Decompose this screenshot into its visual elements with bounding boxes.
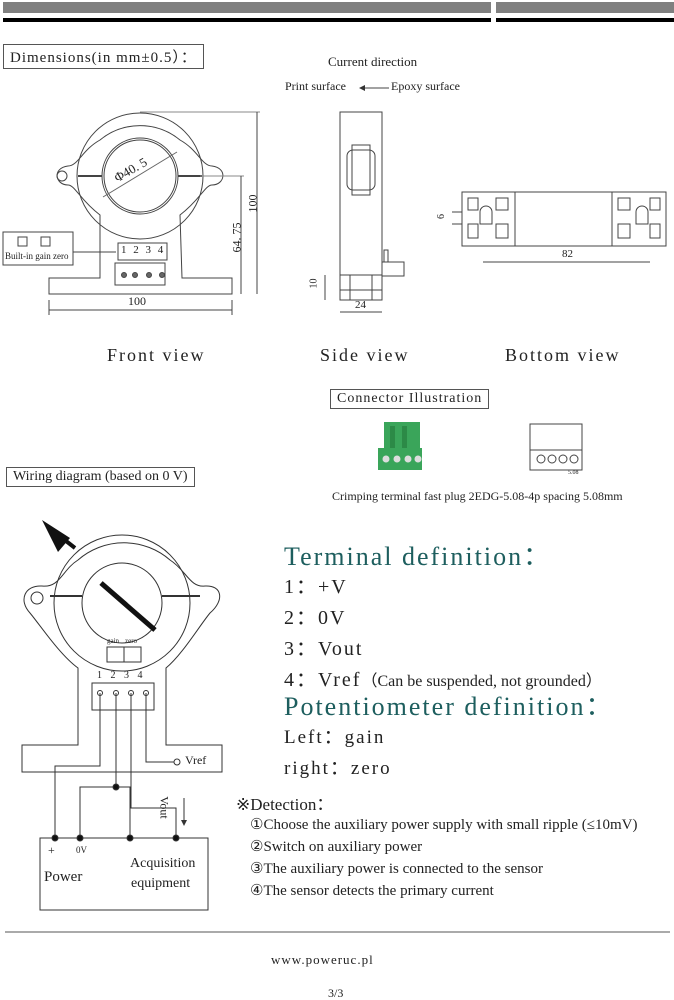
gain-label: gain bbox=[107, 637, 120, 645]
detection-item: ④The sensor detects the primary current bbox=[250, 883, 494, 899]
acquisition-label: Acquisition bbox=[130, 856, 196, 871]
bottom-view-label: Bottom view bbox=[505, 345, 621, 365]
vout-label: Vout bbox=[157, 796, 172, 819]
wiring-title: Wiring diagram (based on 0 V) bbox=[6, 467, 195, 487]
footer-url: www.poweruc.pl bbox=[271, 952, 374, 967]
current-direction-label: Current direction bbox=[328, 54, 418, 69]
front-view-label: Front view bbox=[107, 345, 206, 365]
header-rule bbox=[496, 18, 674, 22]
detection-title: ※Detection： bbox=[236, 795, 334, 814]
front-view-drawing bbox=[2, 111, 260, 315]
bottom-view-drawing bbox=[452, 191, 667, 263]
side-height-label: 10 bbox=[308, 278, 320, 289]
vref-label: Vref bbox=[185, 753, 207, 767]
center-height-label: 64. 75 bbox=[229, 222, 244, 253]
detection-item: ③The auxiliary power is connected to the… bbox=[250, 861, 543, 877]
potentiometer-item: Left：gain bbox=[284, 727, 386, 748]
print-surface-label: Print surface bbox=[285, 79, 346, 93]
zero-label: zero bbox=[125, 637, 138, 645]
detection-item: ②Switch on auxiliary power bbox=[250, 839, 423, 855]
wiring-diagram-drawing bbox=[21, 520, 223, 911]
equipment-label: equipment bbox=[131, 876, 191, 891]
terminal-title: Terminal definition： bbox=[284, 542, 552, 571]
header-bar bbox=[3, 2, 491, 13]
terminal-item: 4：Vref（Can be suspended, not grounded） bbox=[284, 669, 602, 691]
power-label: Power bbox=[44, 869, 83, 885]
potentiometer-title: Potentiometer definition： bbox=[284, 692, 614, 721]
side-width-label: 24 bbox=[355, 299, 366, 311]
bottom-width-label: 82 bbox=[562, 248, 573, 260]
detection-item: ①Choose the auxiliary power supply with … bbox=[250, 817, 638, 833]
current-arrow-icon bbox=[42, 520, 70, 552]
width-label: 100 bbox=[128, 294, 146, 308]
page-number: 3/3 bbox=[328, 986, 344, 1000]
terminal-item: 3：Vout bbox=[284, 638, 364, 660]
epoxy-surface-label: Epoxy surface bbox=[391, 79, 460, 93]
connector-title: Connector Illustration bbox=[330, 389, 490, 409]
potentiometer-item: right：zero bbox=[284, 758, 392, 779]
connector-spacing: 5.08 bbox=[568, 470, 579, 476]
pot-label: Built-in gain zero bbox=[5, 251, 69, 261]
bottom-height-label: 6 bbox=[436, 214, 447, 219]
height-label: 100 bbox=[245, 194, 260, 213]
connector-photo bbox=[378, 422, 422, 470]
header-bar bbox=[496, 2, 674, 13]
connector-schematic-drawing bbox=[529, 423, 583, 471]
dimensions-title: Dimensions(in mm±0.5）： bbox=[3, 44, 204, 69]
pin-numbers: 1 2 3 4 bbox=[121, 244, 164, 256]
header-rule bbox=[3, 18, 491, 22]
plus-label: + bbox=[48, 843, 55, 857]
side-view-drawing bbox=[324, 111, 405, 313]
side-view-label: Side view bbox=[320, 345, 410, 365]
terminal-item: 2：0V bbox=[284, 607, 347, 629]
connector-caption: Crimping terminal fast plug 2EDG-5.08-4p… bbox=[332, 489, 623, 503]
wiring-pin-numbers: 1 2 3 4 bbox=[97, 670, 143, 681]
terminal-item: 1：+V bbox=[284, 576, 348, 598]
zero-v-label: 0V bbox=[76, 845, 87, 855]
